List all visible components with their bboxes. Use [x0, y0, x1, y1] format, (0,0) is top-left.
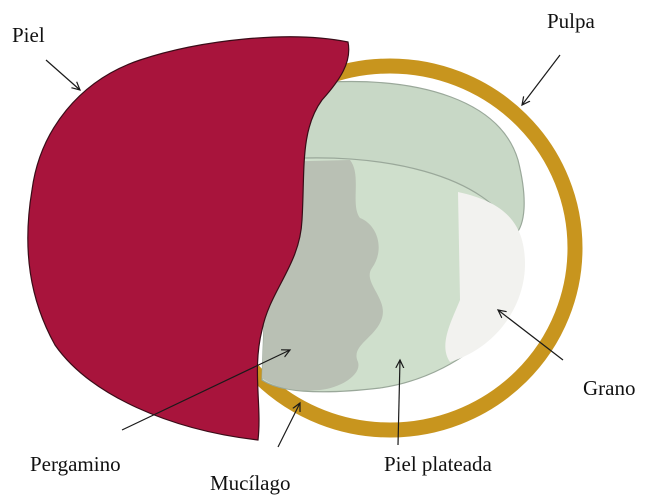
pulpa-label: Pulpa	[547, 9, 596, 33]
mucilago-arrow	[278, 403, 300, 447]
grano-label: Grano	[583, 376, 635, 400]
pergamino-label: Pergamino	[30, 452, 121, 476]
piel-label: Piel	[12, 23, 45, 47]
piel-plateada-label: Piel plateada	[384, 452, 493, 476]
piel-arrow	[46, 60, 80, 90]
pulpa-arrow	[522, 55, 560, 105]
mucilago-label: Mucílago	[210, 471, 290, 495]
